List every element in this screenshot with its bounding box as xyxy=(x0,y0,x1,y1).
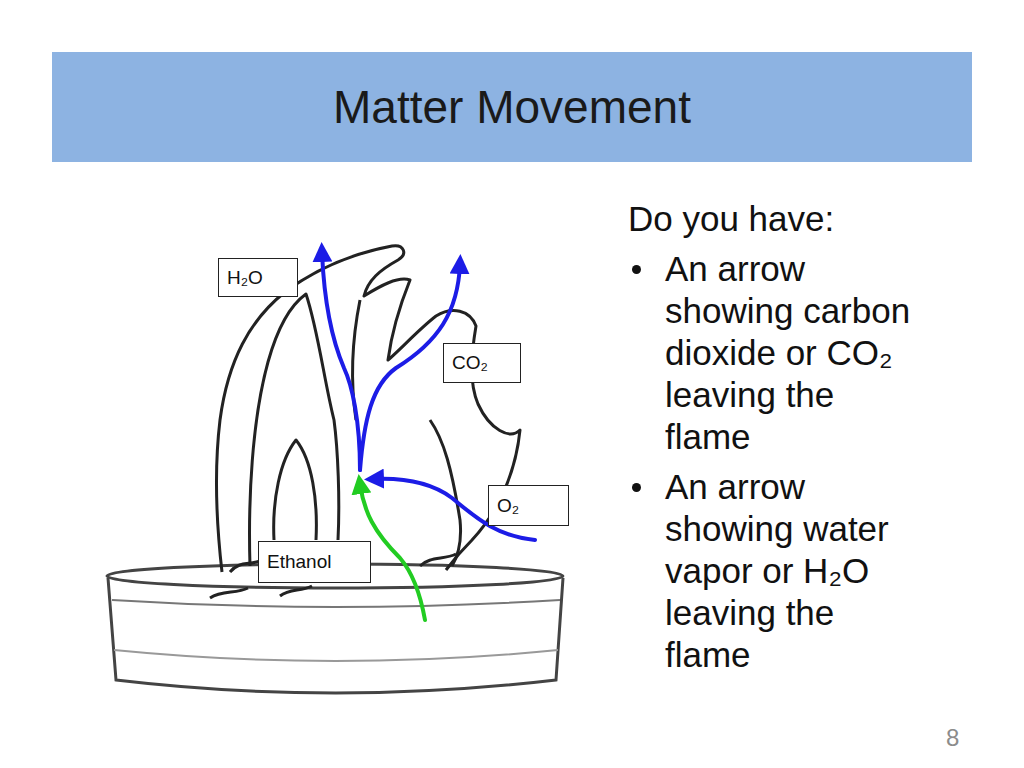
box-label: Ethanol xyxy=(267,551,331,573)
page-number: 8 xyxy=(946,724,959,752)
box-label: H₂O xyxy=(227,267,263,289)
prompt-text: Do you have: xyxy=(628,198,834,240)
box-label: O₂ xyxy=(497,495,519,517)
flame-outline xyxy=(210,246,520,598)
box-label: CO₂ xyxy=(452,352,488,374)
bullet-dot xyxy=(632,483,641,492)
bullet-text: An arrow showing water vapor or H₂O leav… xyxy=(665,466,923,676)
petri-dish xyxy=(107,564,563,693)
water-arrow xyxy=(322,252,360,470)
slide-title: Matter Movement xyxy=(52,52,972,162)
label-box: Ethanol xyxy=(258,541,371,583)
bullet-text: An arrow showing carbon dioxide or CO₂ l… xyxy=(665,248,923,458)
label-box: CO₂ xyxy=(443,343,521,383)
label-box: O₂ xyxy=(488,485,569,526)
label-box: H₂O xyxy=(218,258,298,297)
bullet-dot xyxy=(632,265,641,274)
